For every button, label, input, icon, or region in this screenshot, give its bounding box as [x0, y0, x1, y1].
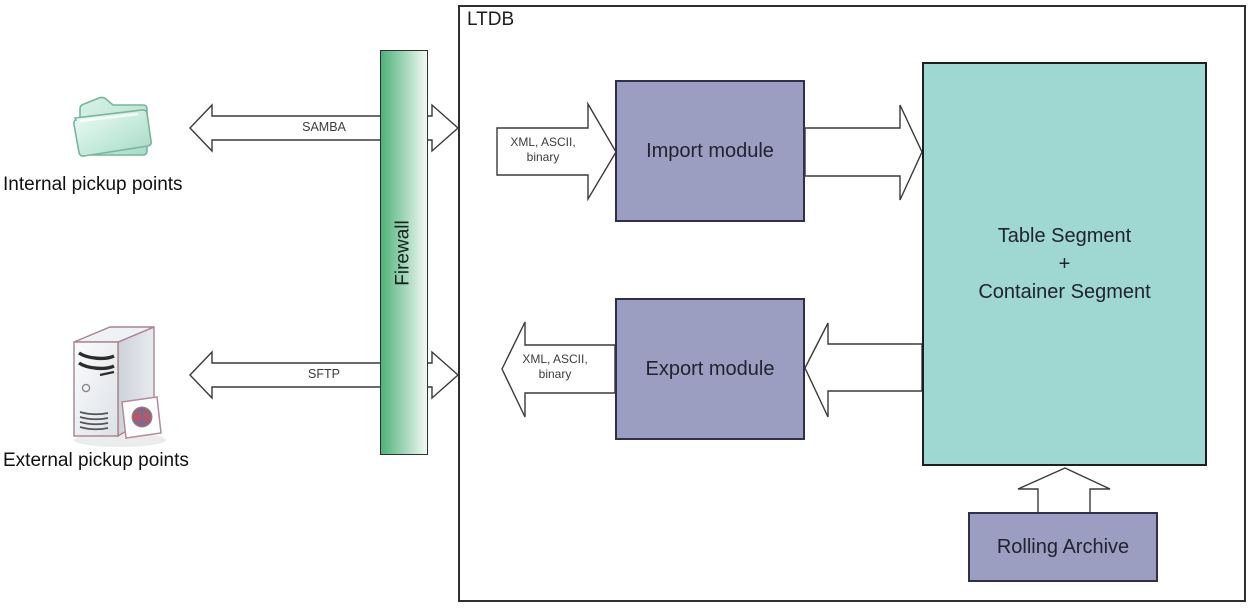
- export-module-label: Export module: [645, 357, 775, 380]
- firewall-label: Firewall: [393, 219, 415, 286]
- import-formats-label: XML, ASCII, binary: [495, 135, 591, 165]
- export-formats-label: XML, ASCII, binary: [505, 352, 605, 382]
- segment-line-1: Table Segment: [997, 225, 1132, 247]
- import-formats-line-1: XML, ASCII,: [510, 135, 576, 149]
- segment-line-3: Container Segment: [978, 281, 1151, 303]
- external-pickup-label: External pickup points: [3, 450, 189, 471]
- server-icon: [73, 325, 166, 447]
- export-formats-line-1: XML, ASCII,: [522, 352, 588, 366]
- internal-pickup-label: Internal pickup points: [3, 174, 183, 195]
- sftp-protocol-label: SFTP: [308, 367, 340, 381]
- firewall-bar: Firewall: [380, 50, 428, 455]
- import-module-box: Import module: [615, 80, 805, 222]
- rolling-archive-label: Rolling Archive: [996, 535, 1130, 558]
- export-module-box: Export module: [615, 298, 805, 440]
- ltdb-label: LTDB: [467, 9, 515, 30]
- rolling-archive-box: Rolling Archive: [968, 512, 1158, 582]
- import-to-segment-arrow: [804, 104, 923, 201]
- archive-to-segment-arrow: [1017, 467, 1111, 515]
- import-input-arrow: [496, 101, 617, 202]
- folder-icon: [73, 96, 152, 157]
- import-module-label: Import module: [646, 139, 774, 162]
- samba-protocol-label: SAMBA: [302, 120, 346, 134]
- import-formats-line-2: binary: [526, 150, 560, 164]
- export-formats-line-2: binary: [538, 367, 572, 381]
- segment-to-export-arrow: [804, 322, 923, 418]
- segment-line-2: +: [1058, 253, 1071, 275]
- table-container-segment-box: Table Segment + Container Segment: [922, 62, 1207, 466]
